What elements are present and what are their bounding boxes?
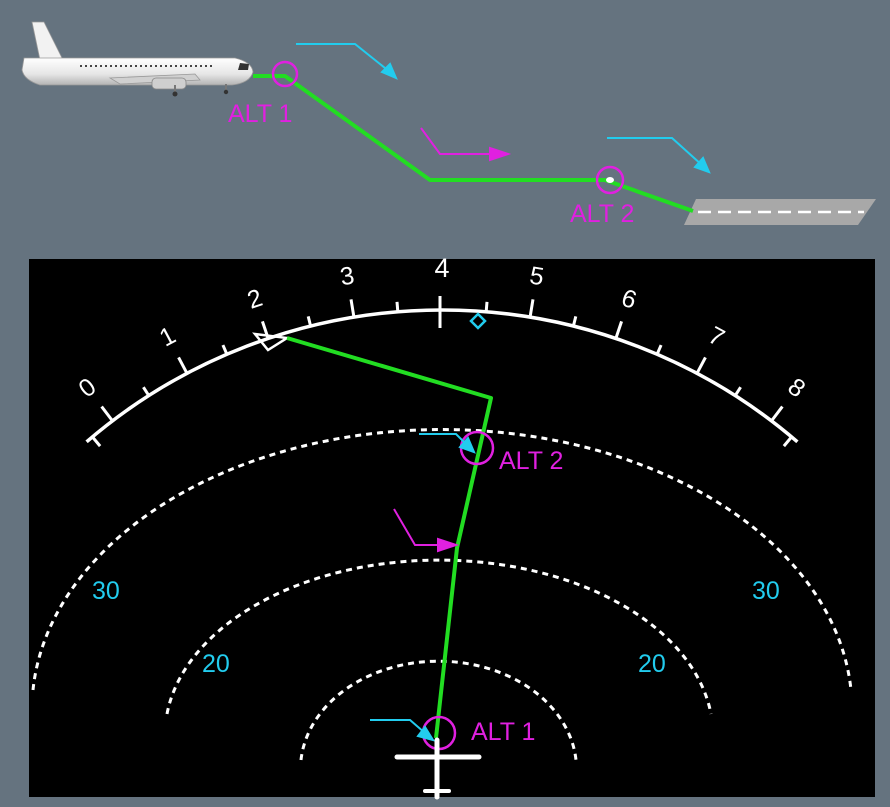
vertical-profile: ALT 1 ALT 2: [22, 22, 876, 228]
heading-label-4: 4: [434, 253, 449, 283]
range-label-30-left: 30: [92, 577, 120, 605]
profile-flight-path: [253, 76, 693, 211]
runway-icon: [684, 199, 876, 225]
aircraft-side-view-icon: [22, 22, 253, 97]
nd-alt2-label: ALT 2: [499, 447, 563, 475]
range-label-20-left: 20: [202, 650, 230, 678]
nd-background: [29, 259, 875, 797]
profile-alt2-dot: [606, 177, 614, 183]
heading-tick-minor: [486, 302, 487, 312]
range-label-20-right: 20: [638, 650, 666, 678]
nd-alt1-label: ALT 1: [471, 718, 535, 746]
range-label-30-right: 30: [752, 577, 780, 605]
heading-tick-minor: [397, 302, 398, 312]
profile-alt2-label: ALT 2: [570, 200, 634, 228]
profile-alt1-label: ALT 1: [228, 100, 292, 128]
profile-arrow-magenta: [421, 128, 508, 160]
profile-arrow-right: [607, 138, 709, 172]
profile-arrow-top: [296, 44, 396, 78]
